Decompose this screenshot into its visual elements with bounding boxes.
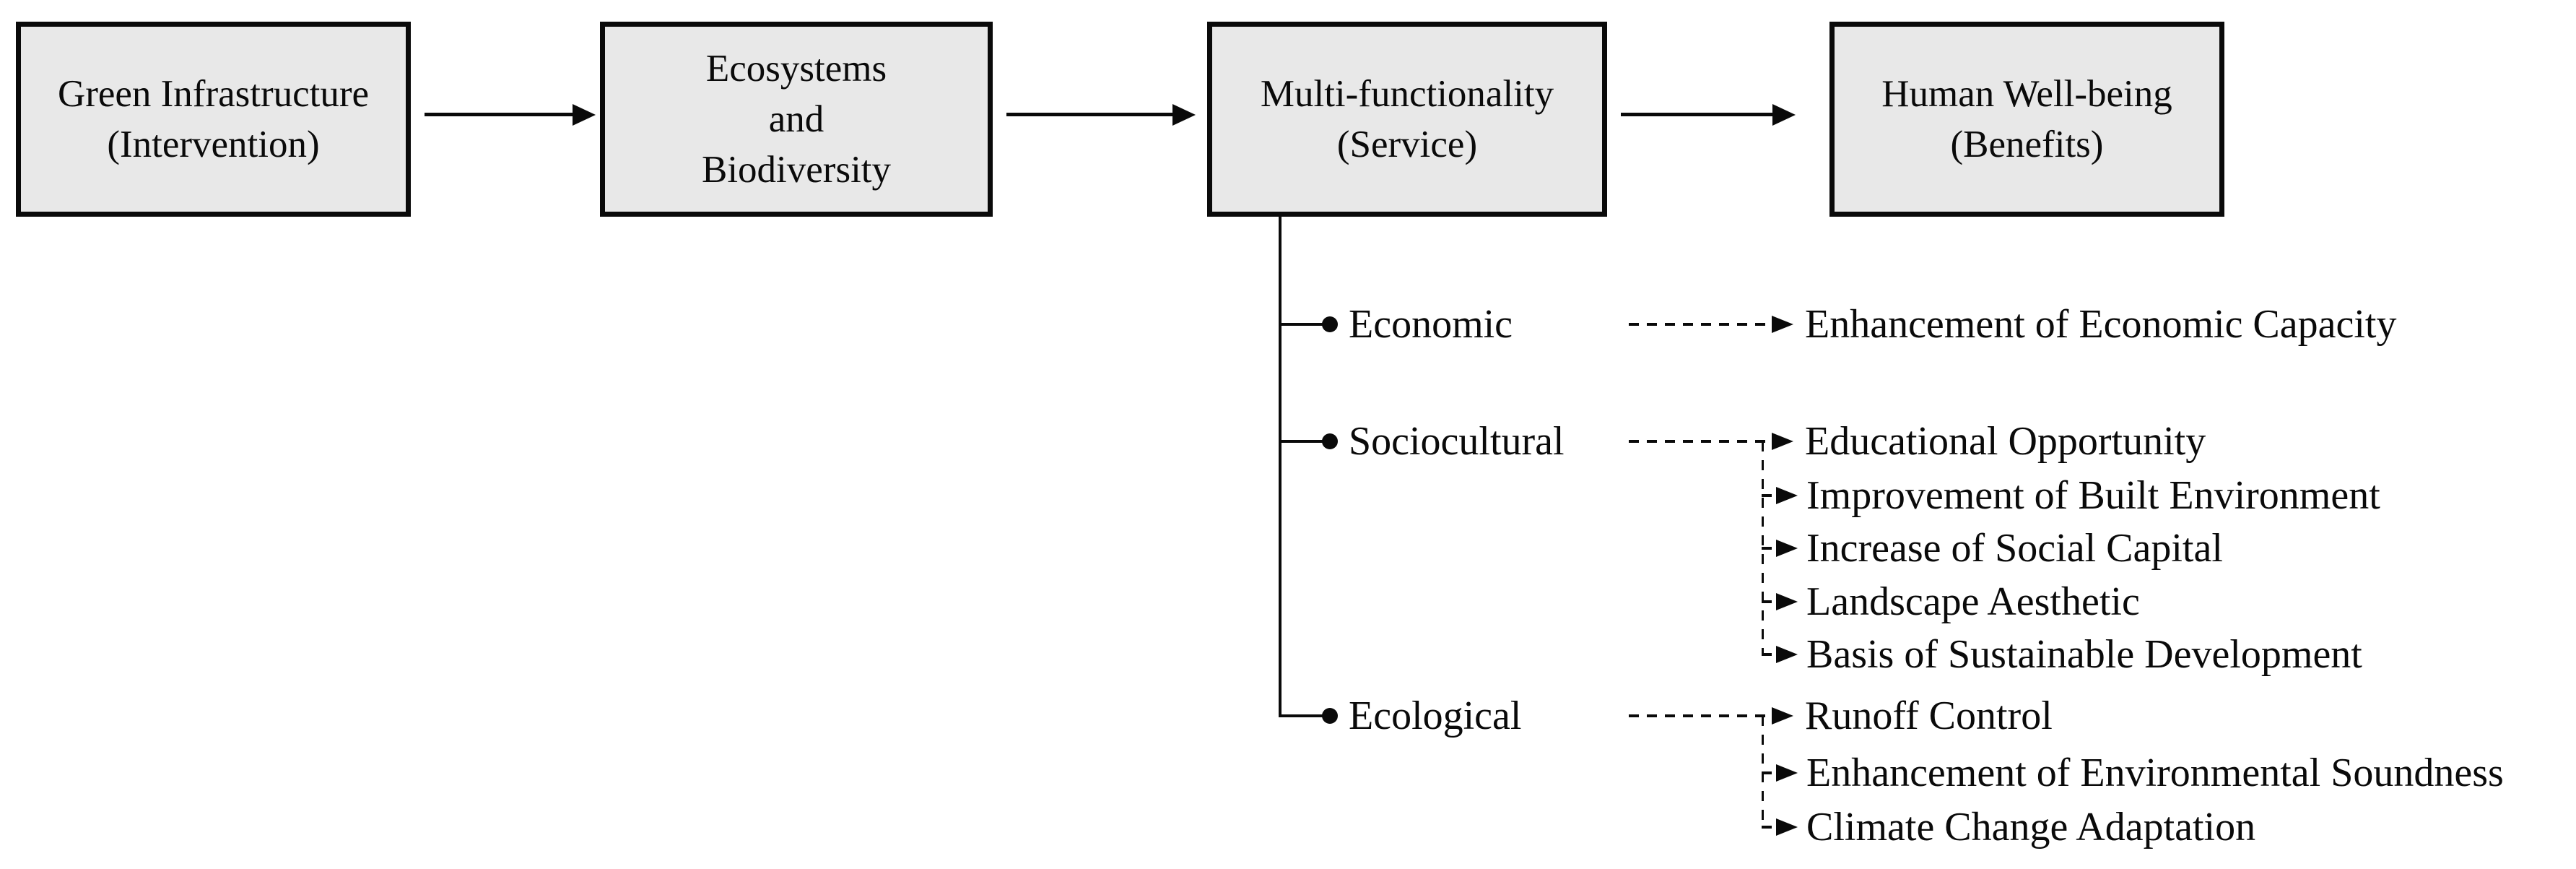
benefit-climate-adaptation: Climate Change Adaptation — [1806, 805, 2256, 849]
benefit-sustainable-development: Basis of Sustainable Development — [1806, 632, 2362, 677]
dashed-arrow-head-icon — [1776, 764, 1798, 782]
dashed-arrow-head-icon — [1776, 540, 1798, 557]
benefit-educational-opportunity: Educational Opportunity — [1805, 419, 2206, 464]
dashed-line-sociocultural — [1629, 440, 1773, 443]
arrow-line-2 — [1006, 113, 1174, 116]
arrow-head-icon — [1172, 104, 1196, 126]
arrow-line-1 — [425, 113, 574, 116]
category-economic: Economic — [1349, 302, 1513, 347]
box-human-well-being: Human Well-being (Benefits) — [1829, 22, 2224, 217]
bullet-icon — [1322, 708, 1338, 724]
benefit-runoff-control: Runoff Control — [1805, 693, 2053, 738]
dashed-stub — [1762, 547, 1777, 550]
arrow-head-icon — [573, 104, 596, 126]
dashed-arrow-head-icon — [1776, 646, 1798, 663]
dashed-stub — [1762, 653, 1777, 656]
dashed-arrow-head-icon — [1776, 487, 1798, 504]
box-multi-functionality: Multi-functionality (Service) — [1207, 22, 1607, 217]
arrow-head-icon — [1772, 104, 1796, 126]
branch-stub-economic — [1279, 323, 1323, 326]
dashed-arrow-head-icon — [1772, 433, 1793, 450]
tree-trunk-line — [1279, 217, 1282, 716]
box-green-infrastructure: Green Infrastructure (Intervention) — [16, 22, 411, 217]
dashed-stub — [1762, 826, 1777, 829]
benefit-landscape-aesthetic: Landscape Aesthetic — [1806, 579, 2140, 624]
dashed-arrow-head-icon — [1776, 818, 1798, 836]
bullet-icon — [1322, 433, 1338, 449]
arrow-line-3 — [1621, 113, 1774, 116]
branch-stub-sociocultural — [1279, 440, 1323, 443]
dashed-arrow-head-icon — [1772, 316, 1793, 333]
bullet-icon — [1322, 316, 1338, 332]
branch-stub-ecological — [1279, 714, 1323, 717]
category-sociocultural: Sociocultural — [1349, 419, 1565, 464]
dashed-arrow-head-icon — [1772, 707, 1793, 725]
benefit-built-environment: Improvement of Built Environment — [1806, 473, 2380, 518]
benefit-social-capital: Increase of Social Capital — [1806, 526, 2223, 571]
category-ecological: Ecological — [1349, 693, 1522, 738]
dashed-line-ecological — [1629, 714, 1773, 717]
benefit-environmental-soundness: Enhancement of Environmental Soundness — [1806, 751, 2504, 795]
dashed-line-economic — [1629, 323, 1773, 326]
dashed-arrow-head-icon — [1776, 593, 1798, 610]
dashed-stub — [1762, 600, 1777, 603]
dashed-stub — [1762, 771, 1777, 774]
benefit-economic-capacity: Enhancement of Economic Capacity — [1805, 302, 2397, 347]
box-ecosystems-biodiversity: Ecosystems and Biodiversity — [600, 22, 993, 217]
dashed-stub — [1762, 494, 1777, 497]
